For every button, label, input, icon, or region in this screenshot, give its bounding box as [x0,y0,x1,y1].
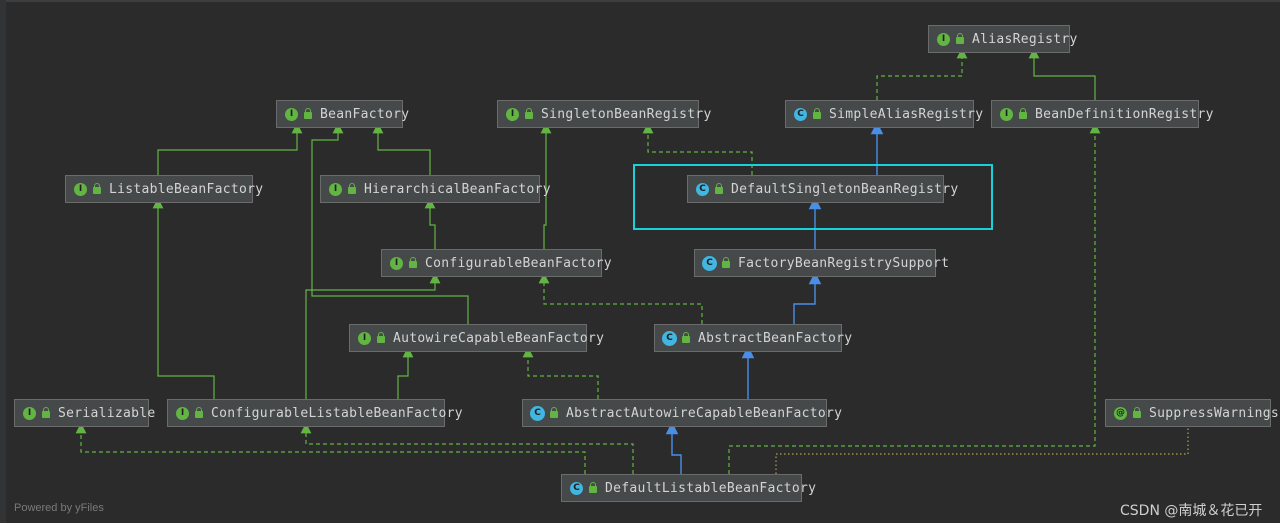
interface-icon: I [23,406,36,420]
node-default-singleton-bean-registry[interactable]: C DefaultSingletonBeanRegistry [687,175,958,203]
lock-icon [1133,407,1141,418]
interface-icon: I [358,331,371,345]
lock-icon [722,257,730,268]
node-label: AbstractAutowireCapableBeanFactory [566,405,843,421]
node-label: HierarchicalBeanFactory [364,181,551,197]
node-label: ConfigurableBeanFactory [425,255,612,271]
node-listable-bean-factory[interactable]: I ListableBeanFactory [65,175,263,203]
interface-icon: I [285,107,298,121]
node-alias-registry[interactable]: I AliasRegistry [928,25,1077,53]
abstract-class-icon: C [531,406,544,420]
node-label: ConfigurableListableBeanFactory [211,405,463,421]
node-label: SingletonBeanRegistry [541,106,712,122]
abstract-class-icon: C [703,256,716,270]
edge-defaultlistable-extends-abstractautowire [665,421,682,474]
lock-icon [93,183,101,194]
edge-configlistable-to-autowire [397,346,414,399]
interface-icon: I [506,107,519,121]
node-serializable[interactable]: I Serializable [14,399,155,427]
annotation-icon: @ [1114,406,1127,420]
lock-icon [195,407,203,418]
lock-icon [589,482,597,493]
edge-beandefinition-to-alias [1028,47,1096,100]
edge-configurable-to-hierarchical [424,197,436,249]
watermark-text: CSDN @南城＆花已开 [1120,503,1263,519]
node-suppress-warnings[interactable]: @ SuppressWarnings [1105,399,1279,427]
node-label: BeanDefinitionRegistry [1035,106,1214,122]
node-bean-definition-registry[interactable]: I BeanDefinitionRegistry [991,100,1213,128]
node-bean-factory[interactable]: I BeanFactory [276,100,409,128]
lock-icon [715,183,723,194]
edge-configlistable-to-configurable [305,272,441,399]
class-icon: C [696,182,709,196]
node-configurable-listable-bean-factory[interactable]: I ConfigurableListableBeanFactory [167,399,463,427]
edge-autowire-to-beanfactory [311,122,469,324]
edge-abstractbean-implements-configurable [538,272,703,324]
abstract-class-icon: C [663,331,676,345]
node-label: AutowireCapableBeanFactory [393,330,605,346]
lock-icon [1019,108,1027,119]
node-label: ListableBeanFactory [109,181,264,197]
interface-icon: I [74,182,87,196]
editor-gutter [0,0,6,523]
node-singleton-bean-registry[interactable]: I SingletonBeanRegistry [497,100,711,128]
interface-icon: I [390,256,403,270]
edge-configlistable-to-listable [152,197,215,399]
class-icon: C [570,481,583,495]
class-icon: C [794,107,807,121]
highlight-box [633,164,993,230]
node-label: AliasRegistry [972,31,1078,47]
node-label: BeanFactory [320,106,410,122]
interface-icon: I [176,406,189,420]
node-label: Serializable [58,405,156,421]
node-label: SimpleAliasRegistry [829,106,984,122]
lock-icon [956,33,964,44]
edge-configurable-to-singleton [540,122,552,249]
edge-listable-to-beanfactory [157,122,303,175]
node-label: SuppressWarnings [1149,405,1280,421]
node-label: DefaultSingletonBeanRegistry [731,181,959,197]
lock-icon [550,407,558,418]
node-abstract-bean-factory[interactable]: C AbstractBeanFactory [654,324,852,352]
edge-defaultlistable-annotated-suppresswarnings [775,428,1189,474]
edge-defaultlistable-implements-beandefinition [728,122,1101,474]
node-default-listable-bean-factory[interactable]: C DefaultListableBeanFactory [561,474,816,502]
lock-icon [409,257,417,268]
lock-icon [813,108,821,119]
lock-icon [304,108,312,119]
node-autowire-capable-bean-factory[interactable]: I AutowireCapableBeanFactory [349,324,604,352]
interface-icon: I [329,182,342,196]
node-label: DefaultListableBeanFactory [605,480,817,496]
node-simple-alias-registry[interactable]: C SimpleAliasRegistry [785,100,983,128]
node-configurable-bean-factory[interactable]: I ConfigurableBeanFactory [381,249,612,277]
edge-hierarchical-to-beanfactory [372,122,431,175]
edge-simplealias-implements-alias [876,47,968,100]
edge-abstractbean-extends-factorybean [793,271,822,324]
powered-by-text: Powered by yFiles [14,502,104,514]
node-abstract-autowire-capable-bean-factory[interactable]: C AbstractAutowireCapableBeanFactory [522,399,842,427]
lock-icon [348,183,356,194]
interface-icon: I [1000,107,1013,121]
interface-icon: I [937,32,950,46]
node-label: FactoryBeanRegistrySupport [738,255,950,271]
node-label: AbstractBeanFactory [698,330,853,346]
lock-icon [682,332,690,343]
edge-defaultlistable-implements-serializable [75,422,586,474]
lock-icon [377,332,385,343]
node-hierarchical-bean-factory[interactable]: I HierarchicalBeanFactory [320,175,551,203]
edge-defaultlistable-implements-configlistable [300,422,634,474]
top-border [0,0,1280,2]
lock-icon [525,108,533,119]
lock-icon [42,407,50,418]
node-factory-bean-registry-support[interactable]: C FactoryBeanRegistrySupport [694,249,949,277]
edge-abstractautowire-implements-autowire [522,346,599,399]
